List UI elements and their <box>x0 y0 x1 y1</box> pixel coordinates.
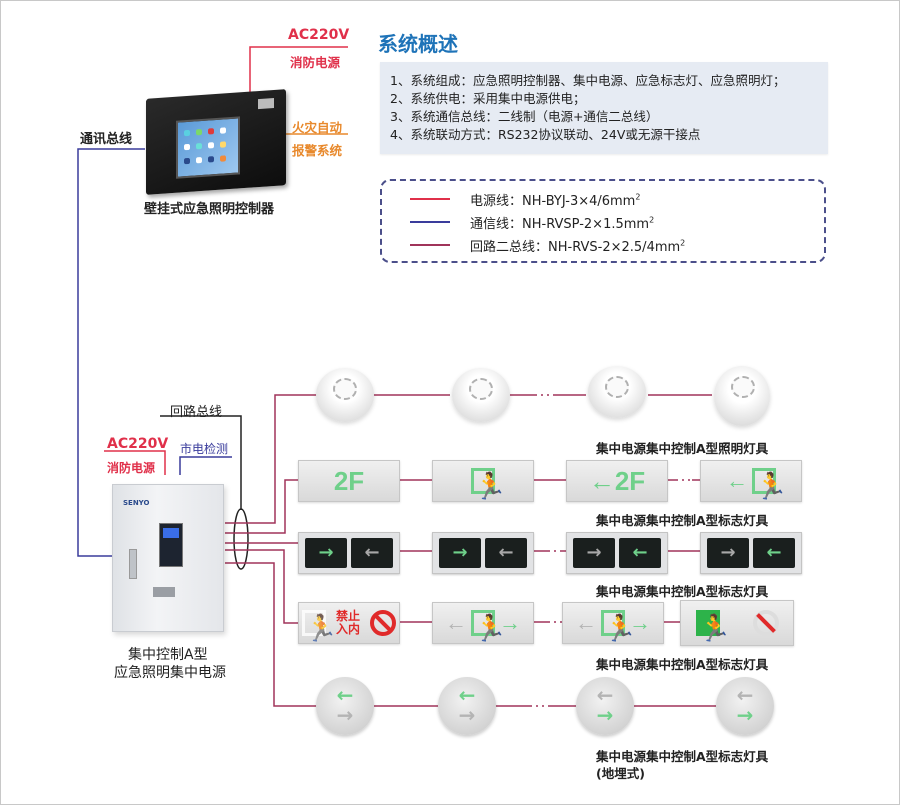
overview-item: 4、系统联动方式：RS232协议联动、24V或无源干接点 <box>390 127 701 142</box>
corner-sign: →← <box>298 532 400 574</box>
corner-sign: →← <box>432 532 534 574</box>
legend-comm-line: 通信线：NH-RVSP-2×1.5mm2 <box>410 212 654 232</box>
floor-recessed-sign: ←→ <box>438 677 496 735</box>
row-caption-sub: (地埋式) <box>596 766 645 781</box>
cabinet-fire-power-label: 消防电源 <box>107 461 156 475</box>
overview-item: 1、系统组成：应急照明控制器、集中电源、应急标志灯、应急照明灯； <box>390 73 786 88</box>
exit-man-icon <box>601 610 625 636</box>
lcd-display <box>163 528 179 538</box>
prohibit-icon <box>752 610 779 636</box>
controller-ac220v-label: AC220V <box>288 27 350 43</box>
legend-label: 电源线：NH-BYJ-3×4/6mm2 <box>470 192 641 209</box>
prohibit-icon <box>369 610 396 636</box>
controller-fire-power-label: 消防电源 <box>290 55 341 70</box>
exit-man-icon <box>695 610 720 636</box>
bidirectional-exit-sign: ←→ <box>562 602 664 644</box>
exit-man-icon <box>471 468 495 494</box>
floor-recessed-sign: ←→ <box>716 677 774 735</box>
cabinet-caption-line2: 应急照明集中电源 <box>114 665 226 681</box>
fire-alarm-label-top: 火灾自动 <box>292 120 343 135</box>
control-panel <box>159 523 183 567</box>
row-caption: 集中电源集中控制A型标志灯具 <box>596 513 769 528</box>
recessed-light <box>588 366 646 418</box>
legend-swatch-loop <box>410 244 450 246</box>
exit-man-icon <box>301 610 326 636</box>
row-caption: 集中电源集中控制A型照明灯具 <box>596 441 769 456</box>
ceiling-light <box>452 368 510 422</box>
exit-man-icon <box>752 468 776 494</box>
floor-sign-2f: 2F <box>298 460 400 502</box>
floor-sign-left-2f: ←2F <box>566 460 668 502</box>
legend-power-line: 电源线：NH-BYJ-3×4/6mm2 <box>410 189 640 209</box>
vent <box>153 587 175 597</box>
door-handle <box>129 549 137 579</box>
legend-loop-line: 回路二总线：NH-RVS-2×2.5/4mm2 <box>410 235 685 255</box>
controller-caption: 壁挂式应急照明控制器 <box>144 202 275 217</box>
brand-logo: SENYO <box>123 499 150 507</box>
loop-bus-label: 回路总线 <box>170 405 223 420</box>
wall-mounted-controller <box>146 89 286 195</box>
legend-swatch-power <box>410 198 450 200</box>
exit-man-icon <box>471 610 495 636</box>
row-caption: 集中电源集中控制A型标志灯具 <box>596 749 769 764</box>
overview-item: 2、系统供电：采用集中电源供电； <box>390 91 586 106</box>
legend-label: 通信线：NH-RVSP-2×1.5mm2 <box>470 215 655 232</box>
exit-sign-left: ← <box>700 460 802 502</box>
comm-bus-label: 通讯总线 <box>80 132 133 147</box>
legend-label: 回路二总线：NH-RVS-2×2.5/4mm2 <box>470 238 686 255</box>
exit-no-entry-sign <box>680 600 794 646</box>
card-slot <box>258 97 274 110</box>
corner-sign: →← <box>700 532 802 574</box>
overview-box: 1、系统组成：应急照明控制器、集中电源、应急标志灯、应急照明灯； 2、系统供电：… <box>380 62 828 154</box>
bidirectional-exit-sign: ←→ <box>432 602 534 644</box>
fire-alarm-label-bottom: 报警系统 <box>292 143 343 158</box>
cabinet-ac220v-label: AC220V <box>107 436 169 452</box>
exit-sign <box>432 460 534 502</box>
touch-screen <box>176 116 240 179</box>
wall-light <box>714 366 770 426</box>
floor-recessed-sign: ←→ <box>316 677 374 735</box>
corner-sign: →← <box>566 532 668 574</box>
row-caption: 集中电源集中控制A型标志灯具 <box>596 657 769 672</box>
legend-swatch-comm <box>410 221 450 223</box>
cabinet-caption-line1: 集中控制A型 <box>128 647 208 663</box>
row-caption: 集中电源集中控制A型标志灯具 <box>596 584 769 599</box>
overview-item: 3、系统通信总线：二线制（电源+通信二总线） <box>390 109 659 124</box>
mains-detect-label: 市电检测 <box>180 442 229 456</box>
ceiling-light <box>316 368 374 422</box>
central-power-cabinet: SENYO <box>112 484 224 632</box>
floor-recessed-sign: ←→ <box>576 677 634 735</box>
wire-legend: 电源线：NH-BYJ-3×4/6mm2 通信线：NH-RVSP-2×1.5mm2… <box>380 179 826 263</box>
overview-title: 系统概述 <box>378 32 458 56</box>
